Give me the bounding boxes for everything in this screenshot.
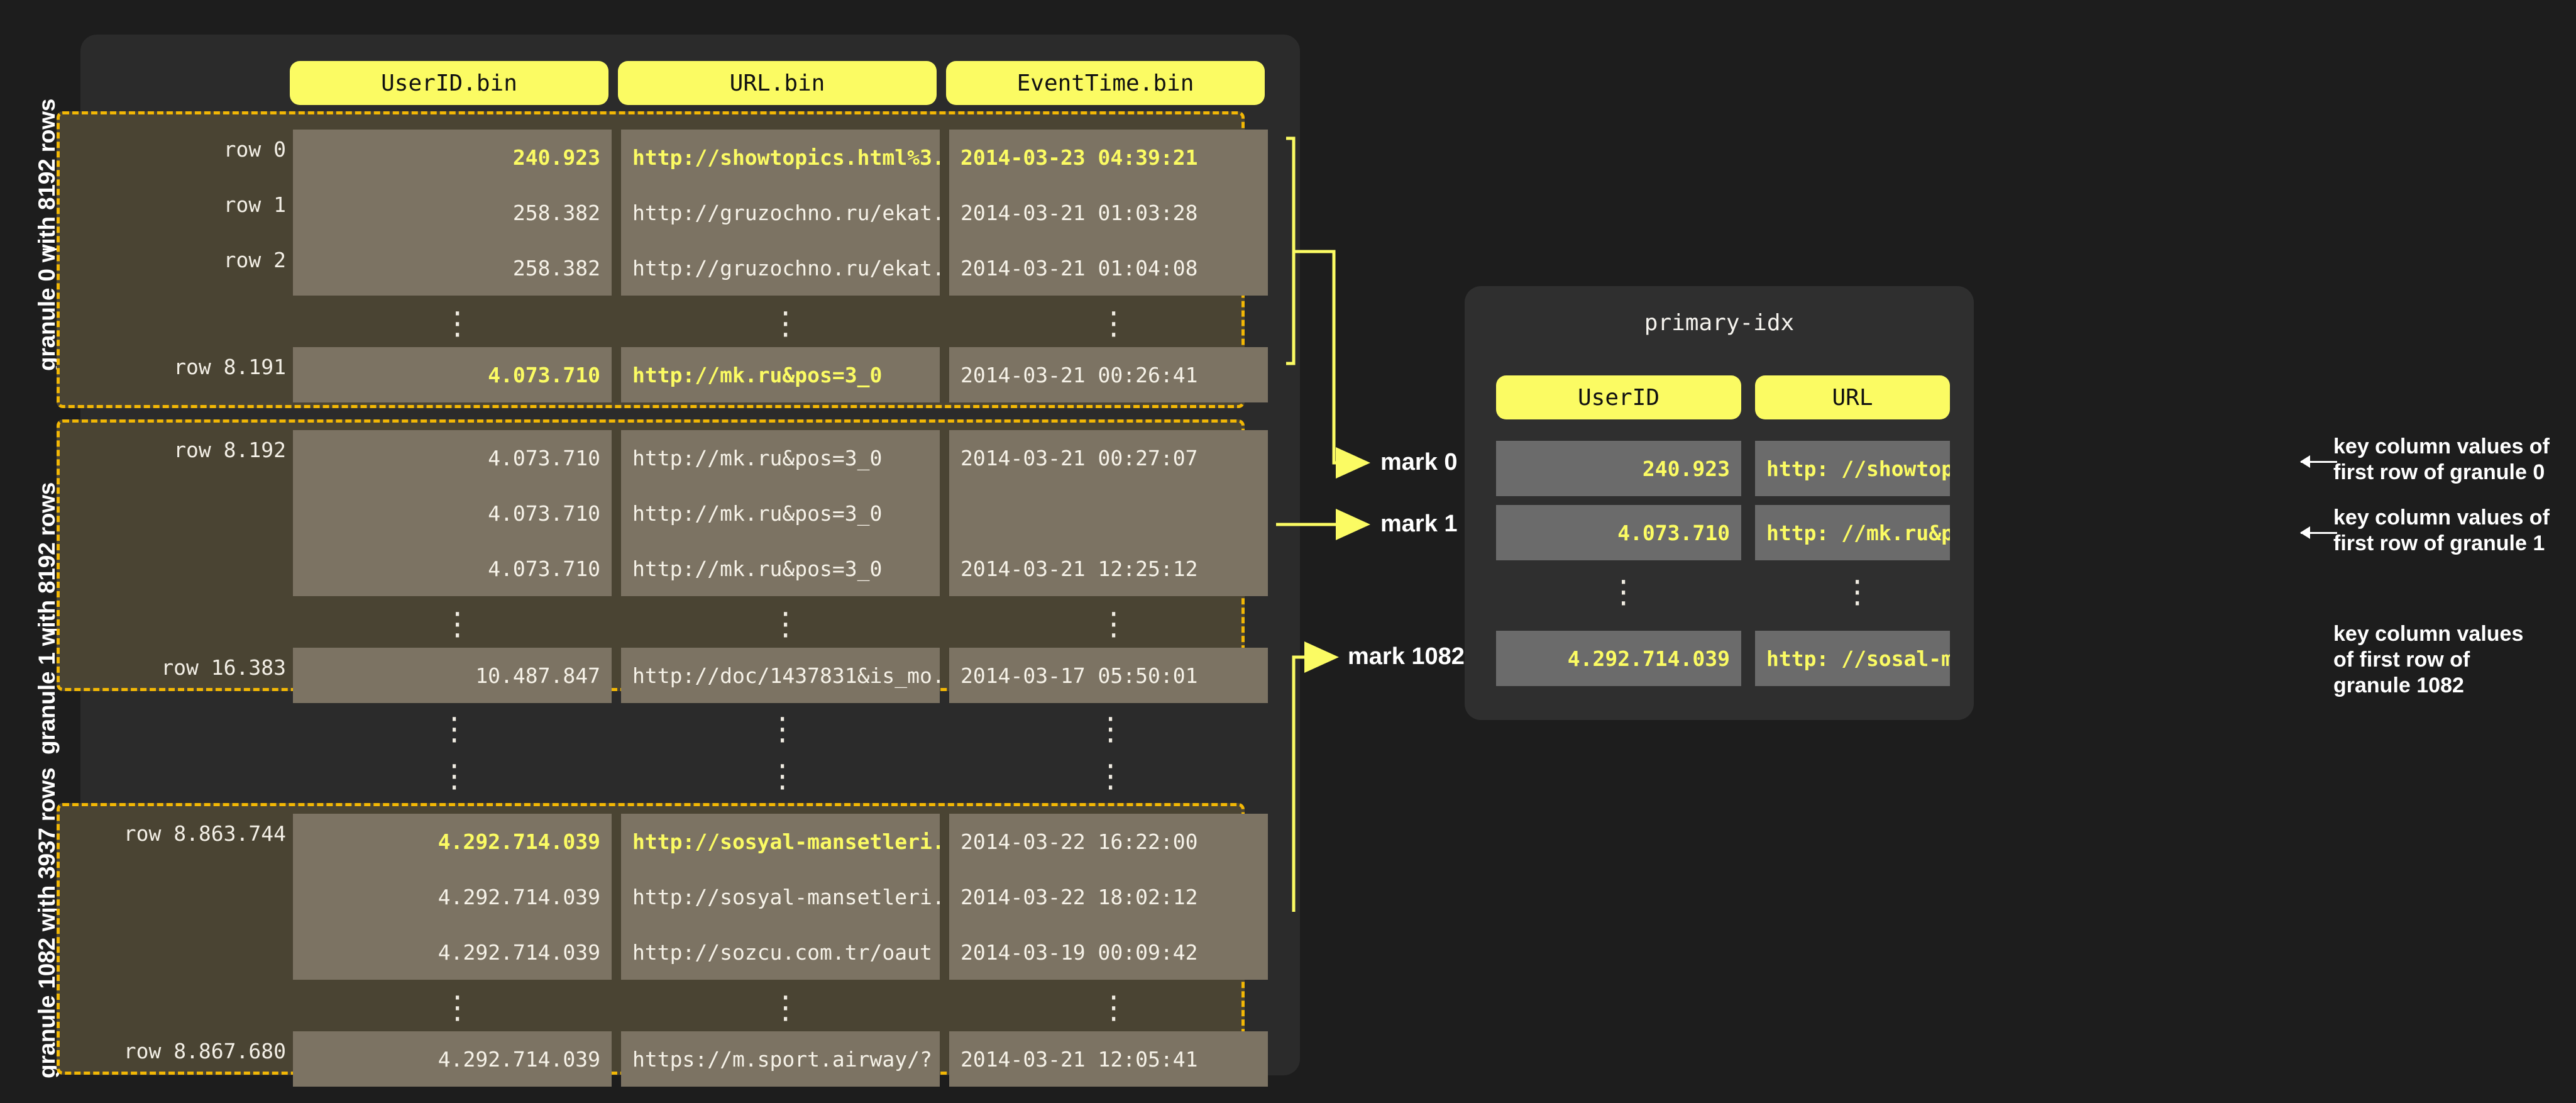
row-label: row 16.383 — [161, 655, 286, 680]
vertical-ellipsis: ··· — [449, 982, 466, 1034]
row-label: row 8.192 — [173, 438, 286, 462]
primary-index-title: primary-idx — [1644, 310, 1795, 336]
column-files-panel: UserID.bin URL.bin EventTime.bin row 0 2… — [57, 35, 1300, 1087]
table-cell-userid: 4.073.710 — [293, 541, 612, 596]
table-cell-eventtime: 2014-03-17 05:50:01 — [949, 648, 1268, 703]
row-label: row 1 — [223, 192, 286, 217]
column-header-url-bin[interactable]: URL.bin — [618, 61, 937, 105]
annotation-line: granule 1082 — [2333, 673, 2464, 697]
row-label: row 0 — [223, 137, 286, 162]
vertical-ellipsis: ··· — [1106, 599, 1122, 651]
primary-index-panel: primary-idx UserID URL 240.923 http: //s… — [1465, 286, 1974, 720]
table-cell-userid: 4.073.710 — [293, 485, 612, 541]
table-cell-url: http://sozcu.com.tr/oaut — [621, 924, 940, 980]
vertical-ellipsis: ··· — [1616, 567, 1632, 619]
table-cell-userid: 258.382 — [293, 185, 612, 240]
row-label: row 2 — [223, 248, 286, 272]
table-cell-userid: 4.292.714.039 — [293, 869, 612, 924]
table-cell-userid: 258.382 — [293, 240, 612, 296]
table-cell-eventtime: 2014-03-21 12:05:41 — [949, 1031, 1268, 1087]
index-cell-url: http: //showtopics.html%3... — [1755, 441, 1950, 496]
vertical-ellipsis: ··· — [446, 751, 463, 803]
annotation-1-arrow — [2300, 526, 2337, 539]
table-cell-eventtime: 2014-03-21 01:04:08 — [949, 240, 1268, 296]
table-cell-eventtime: 2014-03-22 18:02:12 — [949, 869, 1268, 924]
column-header-eventtime-bin[interactable]: EventTime.bin — [946, 61, 1265, 105]
vertical-ellipsis: ··· — [1106, 982, 1122, 1034]
index-cell-userid: 4.073.710 — [1496, 505, 1741, 560]
column-header-userid-bin[interactable]: UserID.bin — [290, 61, 608, 105]
index-cell-url: http: //sosal-mansetleri... — [1755, 631, 1950, 686]
table-cell-url: http://gruzochno.ru/ekat... — [621, 240, 940, 296]
table-cell-userid: 240.923 — [293, 130, 612, 185]
table-cell-url: http://mk.ru&pos=3_0 — [621, 347, 940, 402]
vertical-ellipsis: ··· — [1103, 704, 1119, 756]
table-cell-userid: 4.292.714.039 — [293, 814, 612, 869]
table-cell-url: http://sosyal-mansetleri... — [621, 814, 940, 869]
table-cell-url: http://mk.ru&pos=3_0 — [621, 430, 940, 485]
vertical-ellipsis: ··· — [778, 298, 794, 350]
annotation-line: first row of granule 0 — [2333, 460, 2545, 484]
table-cell-url: https://m.sport.airway/? — [621, 1031, 940, 1087]
annotation-line: of first row of — [2333, 648, 2470, 672]
granule-1082-box: row 8.863.744 4.292.714.039 http://sosya… — [57, 803, 1268, 1087]
table-cell-url: http://doc/1437831&is_mo... — [621, 648, 940, 703]
table-cell-eventtime: 2014-03-21 12:25:12 — [949, 541, 1268, 596]
table-cell-eventtime: 2014-03-21 01:03:28 — [949, 185, 1268, 240]
vertical-ellipsis: ··· — [774, 751, 791, 803]
index-column-header-userid[interactable]: UserID — [1496, 375, 1741, 419]
vertical-ellipsis: ··· — [446, 704, 463, 756]
annotation-line: key column values of — [2333, 506, 2550, 529]
table-cell-userid: 4.073.710 — [293, 347, 612, 402]
vertical-ellipsis: ··· — [1106, 298, 1122, 350]
table-cell-eventtime — [949, 485, 1268, 541]
table-cell-eventtime: 2014-03-23 04:39:21 — [949, 130, 1268, 185]
table-cell-url: http://mk.ru&pos=3_0 — [621, 541, 940, 596]
granule-1-box: row 8.192 4.073.710 http://mk.ru&pos=3_0… — [57, 419, 1268, 703]
annotation-granule-1: key column values of first row of granul… — [2333, 505, 2576, 557]
annotation-line: key column values — [2333, 622, 2524, 646]
table-cell-userid: 10.487.847 — [293, 648, 612, 703]
table-cell-eventtime: 2014-03-19 00:09:42 — [949, 924, 1268, 980]
mark-1-label: mark 1 — [1380, 511, 1458, 537]
vertical-ellipsis: ··· — [774, 704, 791, 756]
index-column-header-url[interactable]: URL — [1755, 375, 1950, 419]
table-cell-url: http://mk.ru&pos=3_0 — [621, 485, 940, 541]
table-cell-userid: 4.073.710 — [293, 430, 612, 485]
annotation-0-arrow — [2300, 455, 2337, 468]
table-cell-userid: 4.292.714.039 — [293, 924, 612, 980]
index-cell-userid: 4.292.714.039 — [1496, 631, 1741, 686]
table-cell-userid: 4.292.714.039 — [293, 1031, 612, 1087]
row-label: row 8.191 — [173, 355, 286, 379]
table-cell-eventtime: 2014-03-21 00:26:41 — [949, 347, 1268, 402]
vertical-ellipsis: ··· — [449, 298, 466, 350]
table-cell-url: http://showtopics.html%3... — [621, 130, 940, 185]
table-cell-url: http://gruzochno.ru/ekat... — [621, 185, 940, 240]
index-cell-userid: 240.923 — [1496, 441, 1741, 496]
table-cell-url: http://sosyal-mansetleri... — [621, 869, 940, 924]
vertical-ellipsis: ··· — [1103, 751, 1119, 803]
table-cell-eventtime: 2014-03-22 16:22:00 — [949, 814, 1268, 869]
row-label: row 8.867.680 — [123, 1039, 286, 1063]
vertical-ellipsis: ··· — [778, 599, 794, 651]
granule-0-box: row 0 240.923 http://showtopics.html%3..… — [57, 111, 1268, 408]
row-label: row 8.863.744 — [123, 821, 286, 846]
annotation-granule-0: key column values of first row of granul… — [2333, 434, 2576, 485]
index-cell-url: http: //mk.ru&pos=3_0 — [1755, 505, 1950, 560]
vertical-ellipsis: ··· — [778, 982, 794, 1034]
annotation-line: key column values of — [2333, 435, 2550, 458]
annotation-granule-1082: key column values of first row of granul… — [2333, 621, 2576, 699]
table-cell-eventtime: 2014-03-21 00:27:07 — [949, 430, 1268, 485]
annotation-line: first row of granule 1 — [2333, 531, 2545, 555]
vertical-ellipsis: ··· — [1849, 567, 1866, 619]
mark-1082-label: mark 1082 — [1348, 643, 1465, 670]
mark-0-label: mark 0 — [1380, 449, 1458, 475]
vertical-ellipsis: ··· — [449, 599, 466, 651]
